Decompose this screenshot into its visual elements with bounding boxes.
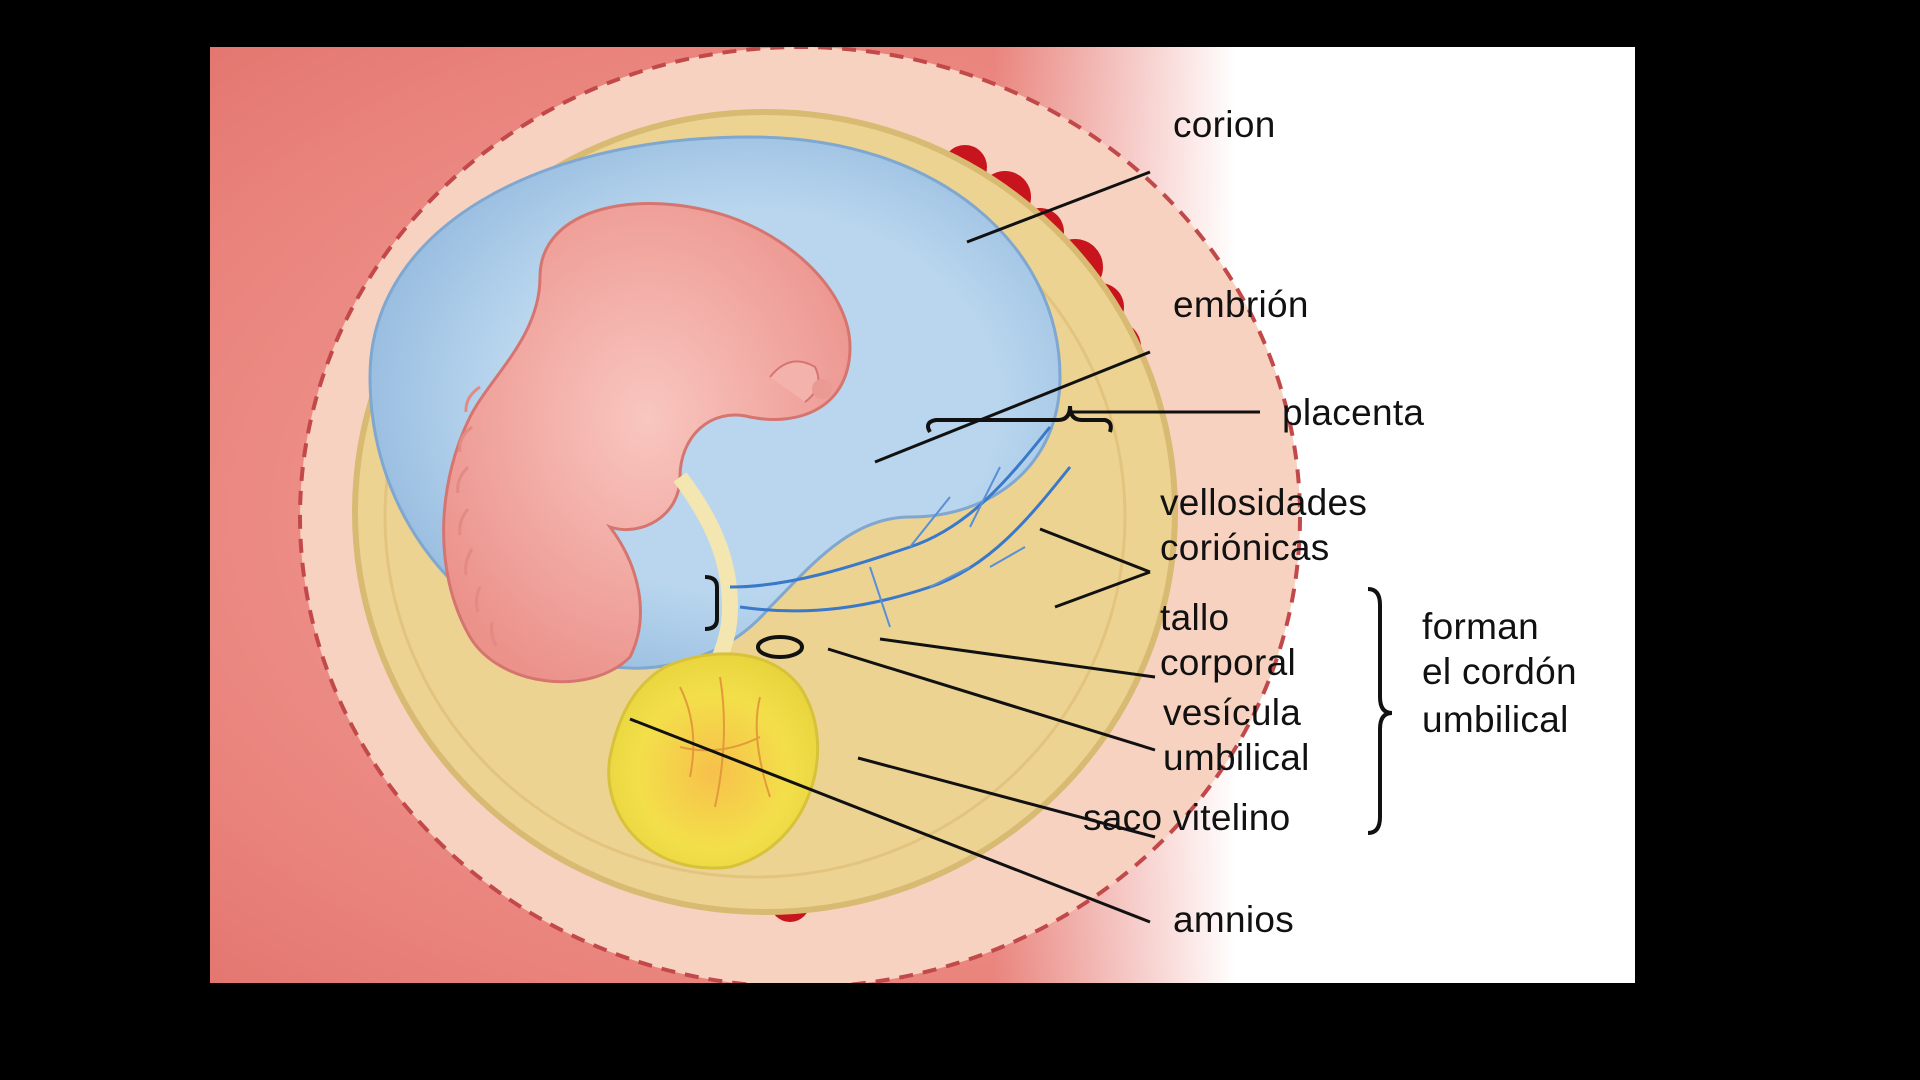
cordon-brace xyxy=(1367,587,1393,835)
embryo xyxy=(442,202,852,684)
yolk-vessels xyxy=(679,676,771,808)
label-vellosidades-2: coriónicas xyxy=(1160,527,1330,568)
vessel-branches xyxy=(869,466,1026,628)
label-forman-1: forman xyxy=(1422,606,1539,647)
label-tallo-1: tallo xyxy=(1160,597,1230,638)
embryo-somites xyxy=(456,385,498,647)
label-saco-vitelino: saco vitelino xyxy=(1083,797,1291,838)
tallo-bracket xyxy=(704,575,719,631)
label-vesicula-2: umbilical xyxy=(1163,737,1310,778)
leader-lines xyxy=(629,170,1260,924)
label-vesicula-1: vesícula xyxy=(1163,692,1302,733)
diagram-panel: corion embrión placenta vellosidades cor… xyxy=(210,47,1635,983)
vesicula-marker xyxy=(756,635,804,659)
embryo-illustration xyxy=(210,47,1635,983)
label-placenta: placenta xyxy=(1282,392,1425,433)
chorion-membrane xyxy=(352,109,1178,915)
label-amnios: amnios xyxy=(1173,899,1295,940)
label-embrion: embrión xyxy=(1173,284,1309,325)
embryo-eye xyxy=(812,379,832,399)
yolk-sac xyxy=(607,652,820,870)
label-vellosidades-1: vellosidades xyxy=(1160,482,1368,523)
placenta-bracket xyxy=(926,405,1113,434)
label-tallo-2: corporal xyxy=(1160,642,1297,683)
decidua-border xyxy=(298,47,1302,983)
label-corion: corion xyxy=(1173,104,1276,145)
label-forman-2: el cordón xyxy=(1422,651,1577,692)
label-forman-3: umbilical xyxy=(1422,699,1569,740)
